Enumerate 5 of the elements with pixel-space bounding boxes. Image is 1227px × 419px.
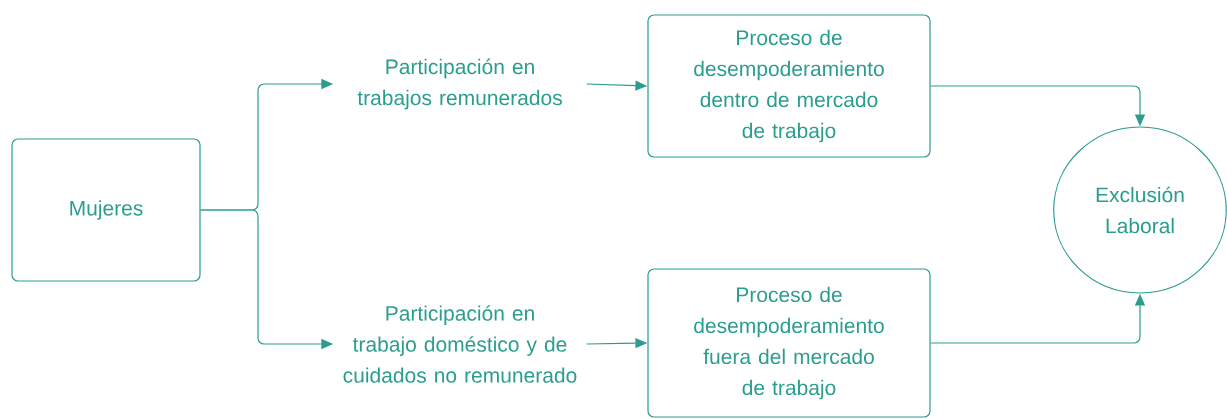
text-label: Participación en trabajos remunerados [357, 58, 562, 110]
text-label: Participación en trabajo doméstico y de cuidados no remunerado [343, 305, 577, 383]
process-box: Proceso de desempoderamiento fuera del mercado de trabajo [647, 268, 931, 418]
process-box: Proceso de desempoderamiento dentro de mercado de trabajo [647, 14, 931, 158]
process-box: Mujeres [11, 138, 201, 282]
